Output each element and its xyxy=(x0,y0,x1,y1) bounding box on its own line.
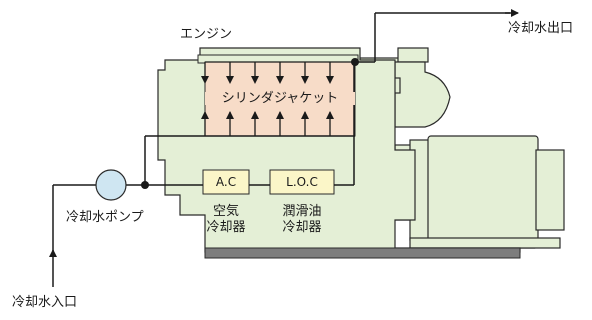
oil-cooler-caption-line2: 冷却器 xyxy=(282,220,322,235)
oil-cooler-caption: 潤滑油 冷却器 xyxy=(270,204,334,236)
air-cooler-box-label: A.C xyxy=(215,175,237,189)
oil-cooler-caption-line1: 潤滑油 xyxy=(282,204,322,219)
coolant-pipes xyxy=(49,12,510,287)
engine-label: エンジン xyxy=(180,27,233,42)
jacket-top-arrows xyxy=(201,76,334,84)
air-cooler-caption-line1: 空気 xyxy=(212,204,239,219)
air-cooler-box xyxy=(202,169,250,195)
oil-cooler-box xyxy=(269,169,335,195)
junction-dot xyxy=(141,181,149,189)
outlet-label: 冷却水出口 xyxy=(508,21,574,36)
air-cooler-caption-line2: 冷却器 xyxy=(206,220,246,235)
air-cooler-caption: 空気 冷却器 xyxy=(196,204,256,236)
jacket-up-arrows xyxy=(201,111,334,136)
cylinder-jacket-label: シリンダジャケット xyxy=(205,92,355,105)
base-plate xyxy=(204,247,521,259)
pump-label: 冷却水ポンプ xyxy=(66,210,144,225)
junction-dot xyxy=(351,58,359,66)
coolant-pump xyxy=(95,169,127,201)
inlet-label: 冷却水入口 xyxy=(12,295,78,310)
gearbox xyxy=(394,135,565,249)
oil-cooler-box-label: L.O.C xyxy=(286,175,318,189)
